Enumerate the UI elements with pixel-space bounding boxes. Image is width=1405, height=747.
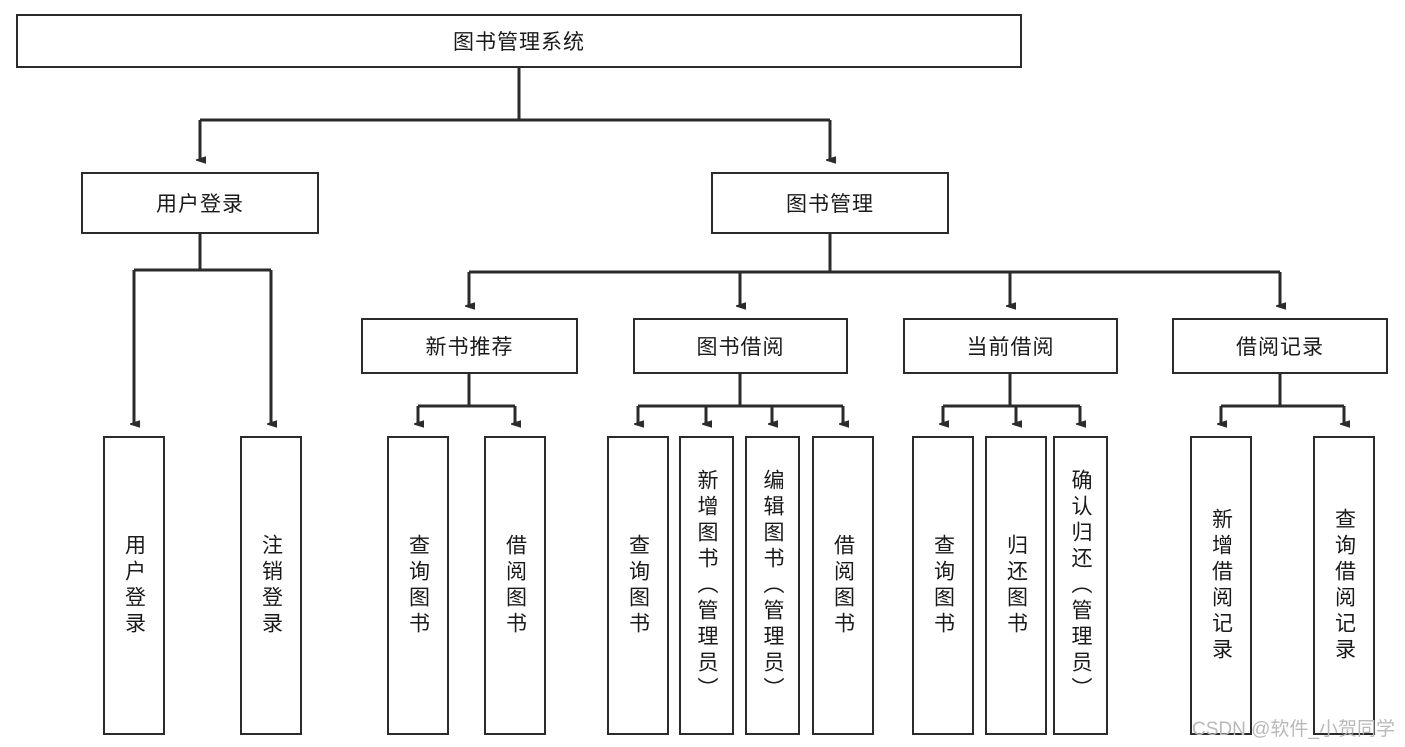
- node-book-management[interactable]: 图书管理: [711, 172, 949, 234]
- node-current-borrow[interactable]: 当前借阅: [903, 318, 1118, 374]
- node-root[interactable]: 图书管理系统: [16, 14, 1022, 68]
- node-borrow-record-label: 借阅记录: [1236, 336, 1324, 359]
- leaf-node[interactable]: 借阅图书: [484, 436, 546, 735]
- node-book-management-label: 图书管理: [786, 193, 874, 216]
- node-borrow-record[interactable]: 借阅记录: [1172, 318, 1388, 374]
- leaf-node[interactable]: 新增图书（管理员）: [679, 436, 734, 735]
- leaf-node-label: 新增借阅记录: [1209, 507, 1233, 664]
- node-book-borrow[interactable]: 图书借阅: [633, 318, 848, 374]
- node-user-login-label: 用户登录: [156, 193, 244, 216]
- leaf-node-label: 查询图书: [406, 533, 430, 638]
- node-book-borrow-label: 图书借阅: [696, 336, 785, 359]
- leaf-node[interactable]: 查询图书: [387, 436, 449, 735]
- leaf-node[interactable]: 查询借阅记录: [1313, 436, 1375, 735]
- leaf-node[interactable]: 用户登录: [103, 436, 165, 735]
- leaf-node-label: 注销登录: [259, 533, 283, 638]
- leaf-node[interactable]: 借阅图书: [812, 436, 874, 735]
- leaf-node-label: 查询图书: [626, 533, 650, 638]
- leaf-node-label: 借阅图书: [503, 533, 527, 638]
- leaf-node-label: 编辑图书（管理员）: [761, 468, 784, 703]
- node-current-borrow-label: 当前借阅: [966, 336, 1055, 359]
- leaf-node-label: 查询图书: [931, 533, 955, 638]
- node-new-book-recommend-label: 新书推荐: [425, 336, 514, 359]
- leaf-node[interactable]: 新增借阅记录: [1190, 436, 1252, 735]
- leaf-node-label: 借阅图书: [831, 533, 855, 638]
- csdn-watermark: CSDN @软件_小贺同学: [1192, 719, 1395, 740]
- leaf-node-label: 确认归还（管理员）: [1069, 468, 1092, 703]
- node-root-label: 图书管理系统: [453, 31, 585, 54]
- leaf-node[interactable]: 查询图书: [912, 436, 974, 735]
- leaf-node[interactable]: 归还图书: [985, 436, 1047, 735]
- leaf-node[interactable]: 编辑图书（管理员）: [745, 436, 800, 735]
- leaf-node[interactable]: 确认归还（管理员）: [1053, 436, 1108, 735]
- leaf-node-label: 查询借阅记录: [1332, 507, 1356, 664]
- leaf-node-label: 新增图书（管理员）: [695, 468, 718, 703]
- node-user-login[interactable]: 用户登录: [81, 172, 319, 234]
- leaf-node[interactable]: 查询图书: [607, 436, 669, 735]
- node-new-book-recommend[interactable]: 新书推荐: [361, 318, 578, 374]
- leaf-node[interactable]: 注销登录: [240, 436, 302, 735]
- leaf-node-label: 用户登录: [122, 533, 146, 638]
- leaf-node-label: 归还图书: [1004, 533, 1028, 638]
